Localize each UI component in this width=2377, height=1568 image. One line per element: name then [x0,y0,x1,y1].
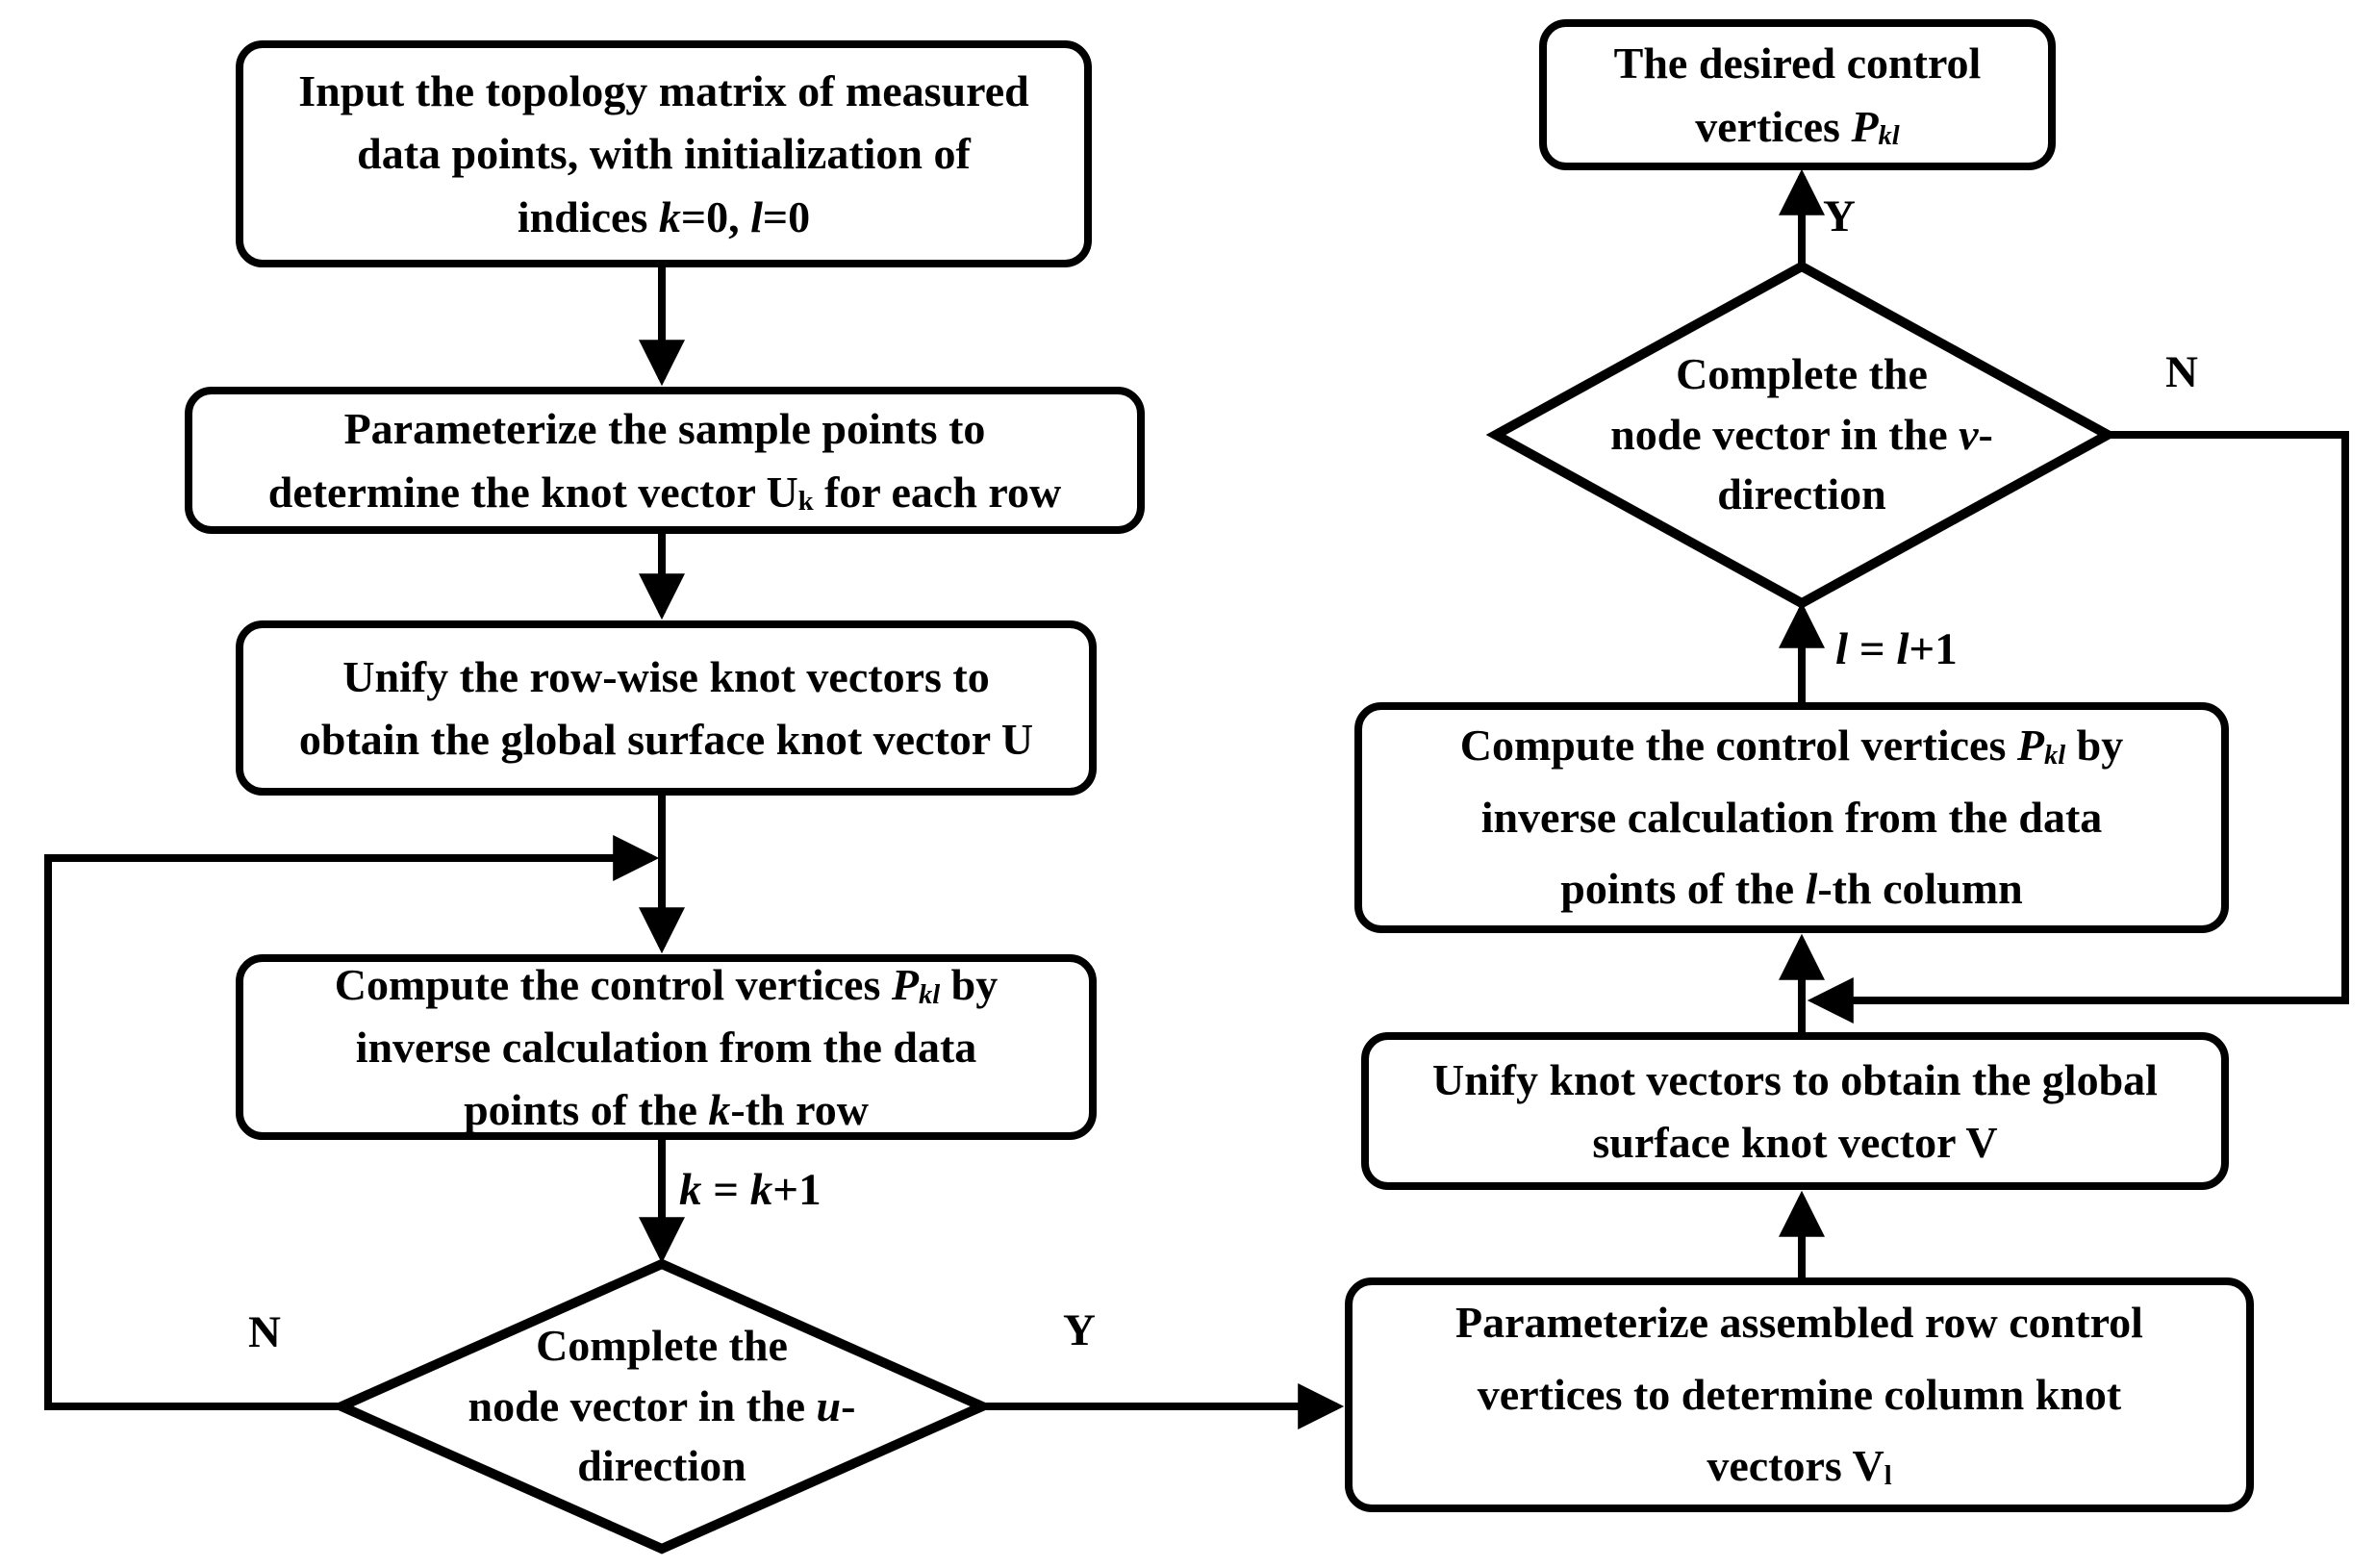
label-no-right: N [2165,347,2198,397]
label-yes-left: Y [1063,1305,1096,1355]
label-k-increment: k = k+1 [679,1165,822,1215]
loop-decision-u-no-feedback [44,835,660,1410]
decision-u-direction-shape [329,1258,995,1555]
label-no-left: N [248,1307,281,1357]
label-l-increment: l = l+1 [1835,624,1958,674]
loop-decision-v-no-feedback [1807,431,2349,1024]
decision-v-direction-shape [1485,261,2118,609]
label-yes-right: Y [1823,191,1856,241]
